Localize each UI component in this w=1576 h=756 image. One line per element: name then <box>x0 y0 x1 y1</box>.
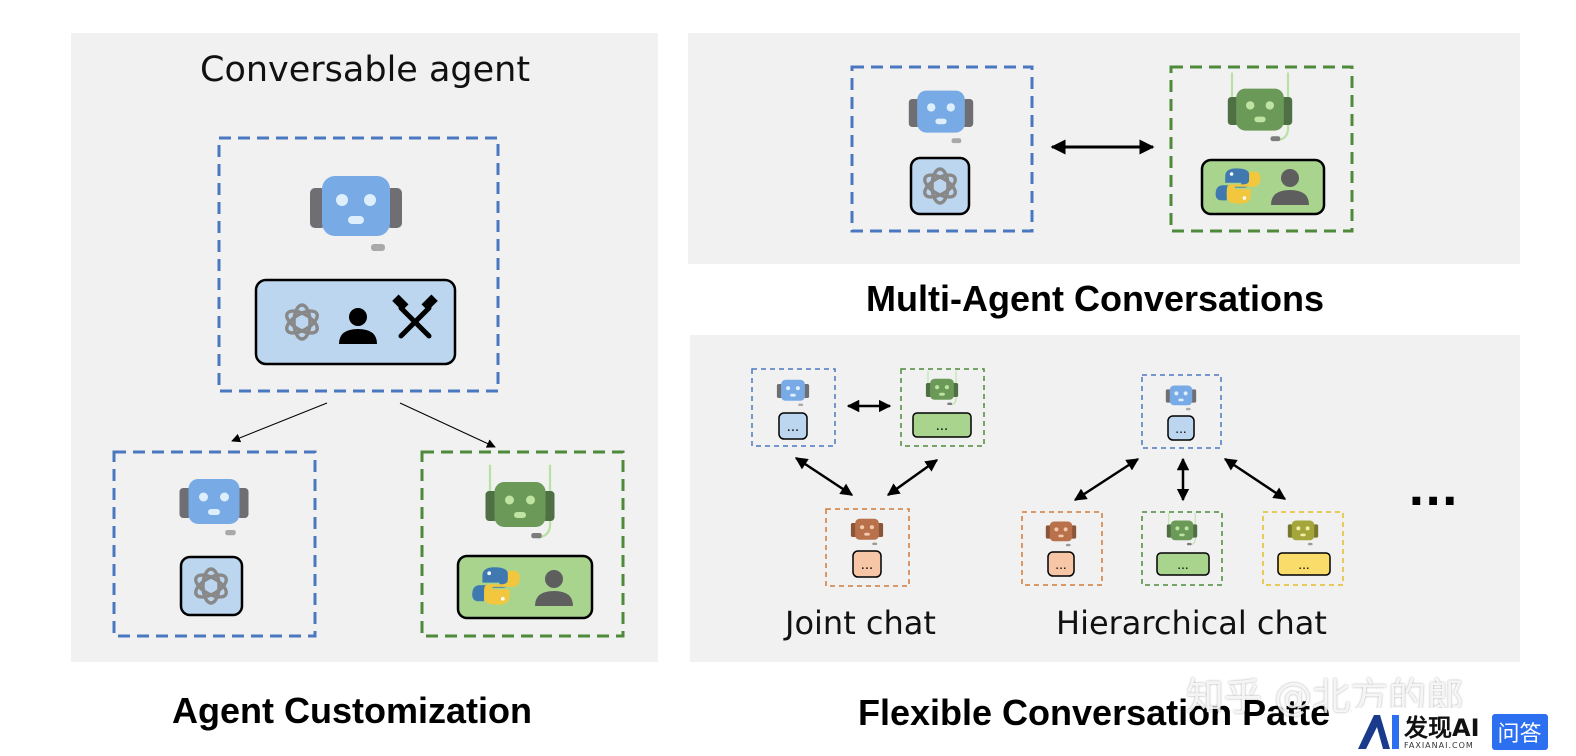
capability-box <box>909 156 971 216</box>
qa-badge: 问答 <box>1491 714 1548 750</box>
svg-text:...: ... <box>1055 558 1066 572</box>
hier-yellow-agent: ... <box>1262 511 1344 586</box>
watermark-brand: 发现AI FAXIANAI.COM 问答 <box>1352 708 1576 756</box>
flexible-patterns-caption: Flexible Conversation Patte <box>858 692 1331 733</box>
hier-arrow-left <box>1073 457 1140 502</box>
brand-logo-icon <box>1358 715 1399 749</box>
robot-icon <box>908 90 974 144</box>
agent-customization-caption: Agent Customization <box>172 690 532 731</box>
hierarchical-chat-label: Hierarchical chat <box>1056 604 1327 642</box>
conversable-agent-title: Conversable agent <box>200 50 531 90</box>
joint-blue-agent: ... <box>751 368 836 447</box>
robot-icon <box>484 463 556 540</box>
svg-text:...: ... <box>1175 422 1186 436</box>
svg-text:...: ... <box>936 419 948 434</box>
joint-green-agent: ... <box>900 368 985 447</box>
multi-agent-green-box <box>1169 65 1354 233</box>
svg-text:...: ... <box>787 420 799 435</box>
robot-icon <box>1226 71 1294 143</box>
joint-arrow-right <box>886 458 939 497</box>
hier-green-agent: ... <box>1141 511 1223 586</box>
svg-text:...: ... <box>1177 558 1188 572</box>
hier-orange-agent: ... <box>1021 511 1103 586</box>
robot-icon <box>310 176 402 251</box>
user-proxy-agent-box <box>420 450 625 638</box>
multi-agent-caption: Multi-Agent Conversations <box>866 278 1325 319</box>
multi-agent-blue-box <box>850 65 1034 233</box>
hier-arrow-right <box>1223 457 1287 501</box>
hier-blue-agent: ... <box>1141 374 1222 449</box>
arrow-to-assistant <box>231 402 328 443</box>
robot-icon <box>179 479 249 536</box>
svg-text:...: ... <box>1298 558 1309 572</box>
arrow-to-user-proxy <box>399 402 496 448</box>
conversable-agent-box <box>217 136 500 393</box>
brand-subtext: FAXIANAI.COM <box>1404 740 1474 750</box>
assistant-agent-box <box>112 450 317 638</box>
capability-box <box>179 555 244 617</box>
svg-text:...: ... <box>861 558 873 573</box>
joint-chat-label: Joint chat <box>785 604 936 642</box>
brand-text: 发现AI <box>1404 713 1480 742</box>
joint-orange-agent: ... <box>825 508 910 587</box>
joint-arrow-left <box>794 456 854 497</box>
more-patterns-ellipsis: ... <box>1408 465 1458 516</box>
